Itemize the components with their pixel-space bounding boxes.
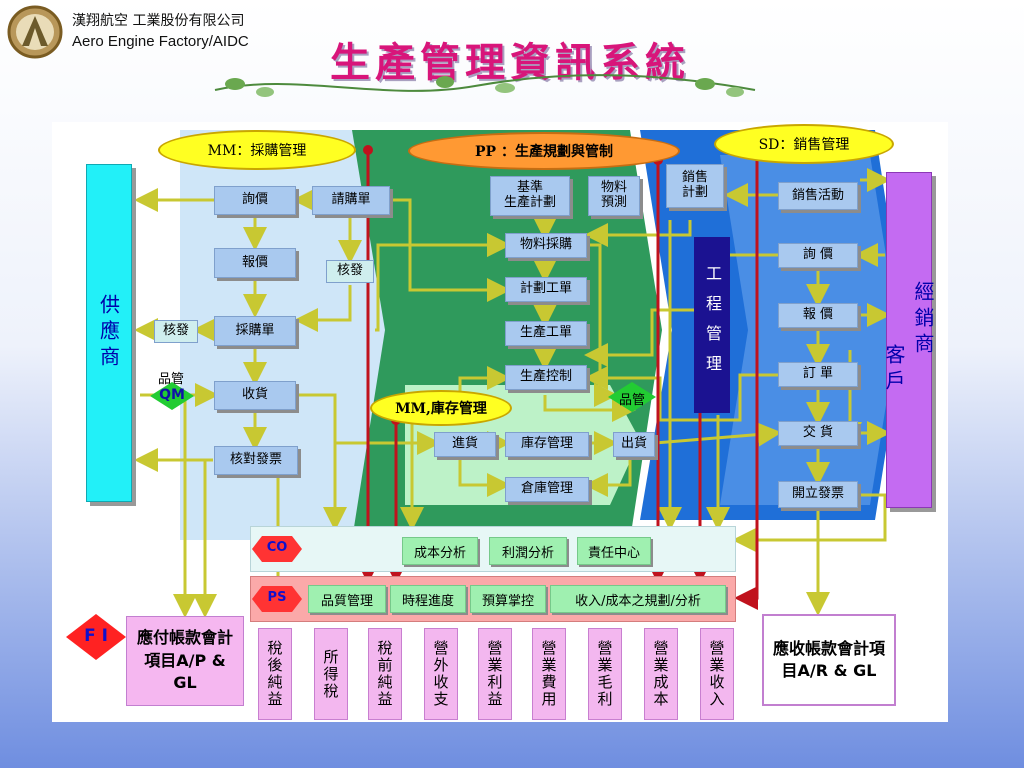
fi-col-net-after-tax[interactable]: 稅後純益 [258,628,292,720]
mm-verify-invoice-box[interactable]: 核對發票 [214,446,298,475]
co-tag: CO [252,536,302,562]
inv-inventory-box[interactable]: 庫存管理 [505,432,589,457]
ps-quality-mgmt[interactable]: 品質管理 [308,585,386,613]
pp-production-control-box[interactable]: 生產控制 [505,365,587,390]
fi-col-non-operating[interactable]: 營外收支 [424,628,458,720]
inv-warehouse-box[interactable]: 倉庫管理 [505,477,589,502]
company-name-en: Aero Engine Factory/AIDC [72,33,249,50]
fi-ap-box[interactable]: 應付帳款會計項目A/P & GL [126,616,244,706]
company-name-zh: 漢翔航空 工業股份有限公司 [72,13,245,29]
vine-decoration [214,74,756,97]
qm-text: QM [159,387,185,403]
mm-approve-box-2[interactable]: 核發 [154,320,198,343]
pp-base-plan-label: 基準 生產計劃 [503,180,556,210]
sd-order-box[interactable]: 訂 單 [778,362,858,387]
engineering-label: 工程管理 [703,265,722,385]
co-responsibility-center[interactable]: 責任中心 [577,537,651,565]
pp-mrp-label: 物料 預測 [600,180,627,210]
co-profit-analysis[interactable]: 利潤分析 [489,537,567,565]
qm-label: 品管 [158,372,185,387]
fi-ar-label: 應收帳款會計項目A/R & GL [772,638,885,680]
pp-qc-text: 品管 [618,393,645,408]
fi-ap-label: 應付帳款會計項目A/P & GL [136,628,233,693]
pp-mrp-box[interactable]: 物料 預測 [588,176,640,216]
mm-inquiry-box[interactable]: 詢價 [214,186,296,215]
sd-quote-box[interactable]: 報 價 [778,303,858,328]
sd-sales-activity-box[interactable]: 銷售活動 [778,182,858,210]
pp-qc-diamond[interactable]: 品管 [608,382,656,412]
sd-sales-plan-label: 銷售 計劃 [681,170,708,200]
ps-revenue-cost-plan[interactable]: 收入/成本之規劃/分析 [550,585,726,613]
supplier-column: 供應商 [86,164,132,502]
fi-ar-box[interactable]: 應收帳款會計項目A/R & GL [762,614,896,706]
ps-tag-text: PS [267,590,287,605]
ps-schedule-progress[interactable]: 時程進度 [390,585,466,613]
sd-invoice-box[interactable]: 開立發票 [778,481,858,508]
mm-requisition-box[interactable]: 請購單 [312,186,390,215]
ps-budget-control[interactable]: 預算掌控 [470,585,546,613]
inv-goods-out-box[interactable]: 出貨 [613,432,655,457]
page-title: 生產管理資訊系統 [330,39,690,86]
dealer-label: 經銷商 [911,281,935,359]
co-cost-analysis[interactable]: 成本分析 [402,537,478,565]
sd-sales-plan-box[interactable]: 銷售 計劃 [666,164,724,208]
mm-quote-box[interactable]: 報價 [214,248,296,278]
fi-col-gross-profit[interactable]: 營業毛利 [588,628,622,720]
sd-inquiry-box[interactable]: 詢 價 [778,243,858,268]
fi-col-operating-expense[interactable]: 營業費用 [532,628,566,720]
qm-diamond[interactable]: QM [150,382,194,410]
fi-tag: F I [66,614,126,660]
pp-planned-order-box[interactable]: 計劃工單 [505,277,587,302]
sd-oval: SD：銷售管理 [714,124,894,164]
pp-base-plan-box[interactable]: 基準 生產計劃 [490,176,570,216]
engineering-column: 工程管理 [694,237,730,413]
inv-goods-in-box[interactable]: 進貨 [434,432,496,457]
fi-col-income-tax[interactable]: 所得稅 [314,628,348,720]
fi-col-operating-cost[interactable]: 營業成本 [644,628,678,720]
pp-production-order-box[interactable]: 生產工單 [505,321,587,346]
pp-oval: PP ：生產規劃與管制 [408,132,680,170]
dealer-column: 經銷商 客戶 [882,172,935,508]
mm-receive-box[interactable]: 收貨 [214,381,296,410]
ps-tag: PS [252,586,302,612]
mm-po-box[interactable]: 採購單 [214,316,296,346]
fi-col-operating-profit[interactable]: 營業利益 [478,628,512,720]
fi-tag-text: F I [84,626,108,646]
fi-col-net-before-tax[interactable]: 稅前純益 [368,628,402,720]
fi-col-operating-revenue[interactable]: 營業收入 [700,628,734,720]
supplier-label: 供應商 [96,294,121,372]
mm-approve-box-1[interactable]: 核發 [326,260,374,283]
pp-material-purchase-box[interactable]: 物料採購 [505,233,587,258]
sd-delivery-box[interactable]: 交 貨 [778,421,858,446]
aidc-logo [6,4,64,60]
co-tag-text: CO [266,540,288,555]
mm-inventory-oval: MM,庫存管理 [370,390,512,426]
customer-label: 客戶 [882,344,906,396]
mm-purchase-oval: MM：採購管理 [158,130,356,170]
